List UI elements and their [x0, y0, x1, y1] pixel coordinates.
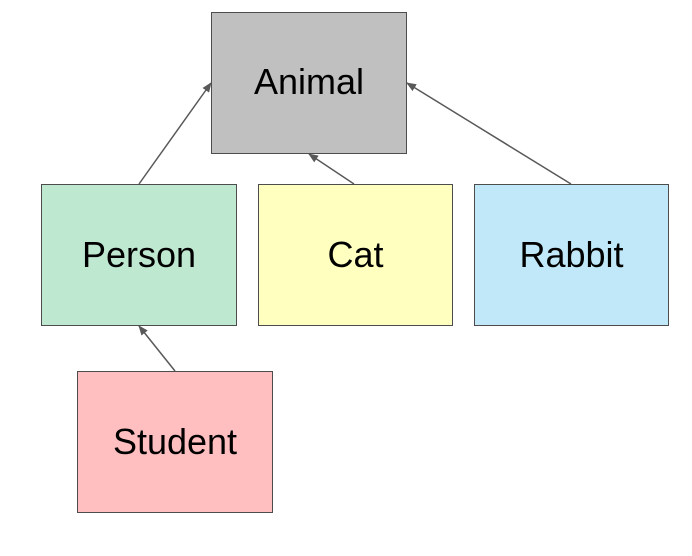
node-person: Person	[41, 184, 237, 326]
node-animal: Animal	[211, 12, 407, 154]
edge-student-to-person	[138, 325, 176, 372]
edge-rabbit-to-animal	[406, 82, 572, 185]
node-person-label: Person	[81, 234, 197, 275]
node-rabbit: Rabbit	[474, 184, 669, 326]
edge-cat-to-animal	[308, 153, 355, 185]
node-animal-label: Animal	[253, 61, 365, 102]
node-student-label: Student	[112, 421, 238, 462]
edge-person-to-animal	[138, 82, 212, 185]
node-cat: Cat	[258, 184, 453, 326]
node-rabbit-label: Rabbit	[519, 234, 624, 275]
node-cat-label: Cat	[327, 234, 384, 275]
node-student: Student	[77, 371, 273, 513]
